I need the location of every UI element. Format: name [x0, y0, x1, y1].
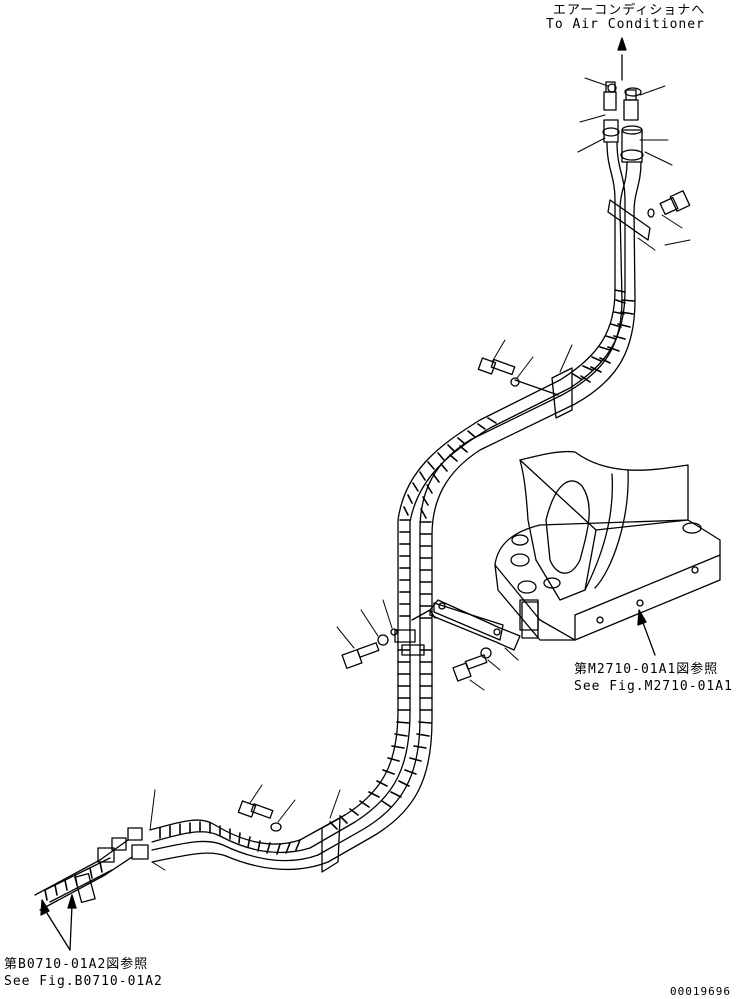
hose-ref-label-jp: 第B0710-01A2図参照 — [4, 957, 149, 972]
air-conditioner-arrow — [618, 38, 626, 80]
frame-ref-label-en: See Fig.M2710-01A1 — [574, 679, 733, 694]
bottom-hoses — [150, 820, 328, 869]
mid-leader-lines — [492, 340, 572, 378]
bottom-clamp — [238, 785, 340, 872]
frame-ref-arrow — [638, 610, 655, 655]
upper-clamp — [608, 191, 690, 240]
hose-pair — [398, 142, 641, 640]
lower-hose-pair — [300, 640, 432, 862]
top-hose-fittings — [603, 82, 643, 162]
bottom-fittings — [35, 790, 165, 910]
drawing-number: 00019696 — [670, 985, 731, 998]
hose-ref-arrows — [41, 895, 76, 950]
mid-clamp — [478, 358, 572, 418]
bracket-bolts — [337, 600, 518, 690]
top-leader-lines — [578, 78, 690, 250]
air-conditioner-label-en: To Air Conditioner — [546, 17, 705, 32]
frame-block — [495, 452, 720, 640]
hose-ref-label-en: See Fig.B0710-01A2 — [4, 974, 163, 989]
air-conditioner-label-jp: エアーコンディショナへ — [553, 3, 706, 18]
spiral-guard-marks — [400, 290, 634, 618]
frame-ref-label-jp: 第M2710-01A1図参照 — [574, 662, 719, 677]
